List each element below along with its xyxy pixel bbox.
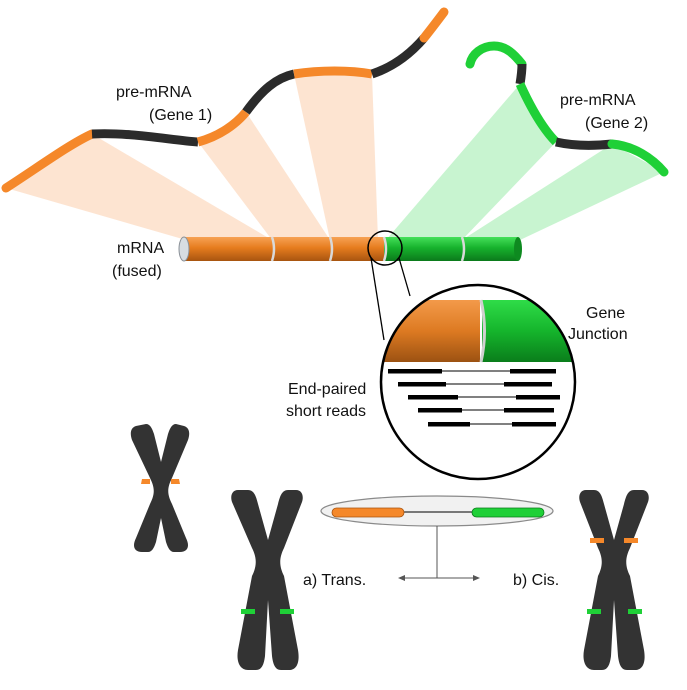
exon-gene2-c (607, 139, 669, 177)
read-pair (388, 369, 556, 374)
short-reads-label: End-paired (288, 381, 366, 398)
read-pair (398, 382, 552, 387)
mrna-exon-boundaries (270, 236, 466, 262)
fusion-gene1-segment (331, 507, 405, 518)
mrna-sublabel: (fused) (112, 263, 162, 280)
chromosome-icon (231, 490, 303, 670)
mrna-tube-end (514, 237, 522, 261)
gene-junction-sublabel: Junction (568, 326, 628, 343)
zoom-connector-lines (370, 257, 411, 341)
exon-gene2-b (515, 82, 560, 146)
paired-reads (388, 369, 560, 427)
trans-label: a) Trans. (303, 572, 366, 589)
premrna-gene2-sublabel: (Gene 2) (585, 115, 648, 132)
exon-gene1-b (196, 109, 250, 147)
premrna-gene1-label: pre-mRNA (116, 84, 192, 101)
labels: pre-mRNA (Gene 1) pre-mRNA (Gene 2) mRNA… (112, 84, 648, 589)
read-pair (408, 395, 560, 400)
junction-zoom (379, 283, 577, 481)
exon-mapping-fans (6, 74, 664, 240)
zoom-circle-border (379, 283, 577, 481)
fan-exon3 (294, 74, 378, 240)
cis-label: b) Cis. (513, 572, 559, 589)
intron-gene1-a (91, 129, 199, 147)
exon-gene2-a (465, 41, 527, 69)
read-pair (418, 408, 554, 413)
exon-gene1-c (293, 66, 373, 79)
premrna-gene1-sublabel: (Gene 1) (149, 107, 212, 124)
intron-gene1-b (242, 69, 296, 115)
intron-gene2-b (555, 137, 613, 150)
fan-exon2 (198, 112, 330, 240)
fan-exon1 (6, 134, 272, 240)
arrow-left-icon (398, 575, 405, 581)
short-reads-sublabel: short reads (286, 403, 366, 420)
premrna-gene2-label: pre-mRNA (560, 92, 636, 109)
fan-exon5 (462, 144, 664, 240)
mrna-gene2-part (384, 237, 518, 261)
mrna-gene1-part (184, 237, 384, 261)
exon-gene1-a (1, 129, 97, 193)
read-pair (428, 422, 556, 427)
exon-gene1-d (419, 7, 449, 43)
chromosome-icon (579, 490, 649, 670)
premrna-gene2-strand (465, 41, 669, 177)
chromosome-icon (130, 424, 190, 552)
fan-exon4 (386, 84, 556, 240)
premrna-gene1-strand (1, 7, 449, 193)
fusion-construct (320, 495, 554, 581)
mrna-tube-cap (178, 236, 190, 262)
gene-junction-label: Gene (586, 305, 625, 322)
intron-gene2-a (515, 63, 527, 85)
arrow-right-icon (473, 575, 480, 581)
fusion-gene2-segment (471, 507, 545, 518)
intron-gene1-c (370, 35, 428, 79)
junction-highlight-circle (367, 230, 403, 266)
mrna-label: mRNA (117, 240, 164, 257)
fused-mrna-tube (178, 230, 522, 266)
zoom-junction-line (479, 299, 486, 363)
